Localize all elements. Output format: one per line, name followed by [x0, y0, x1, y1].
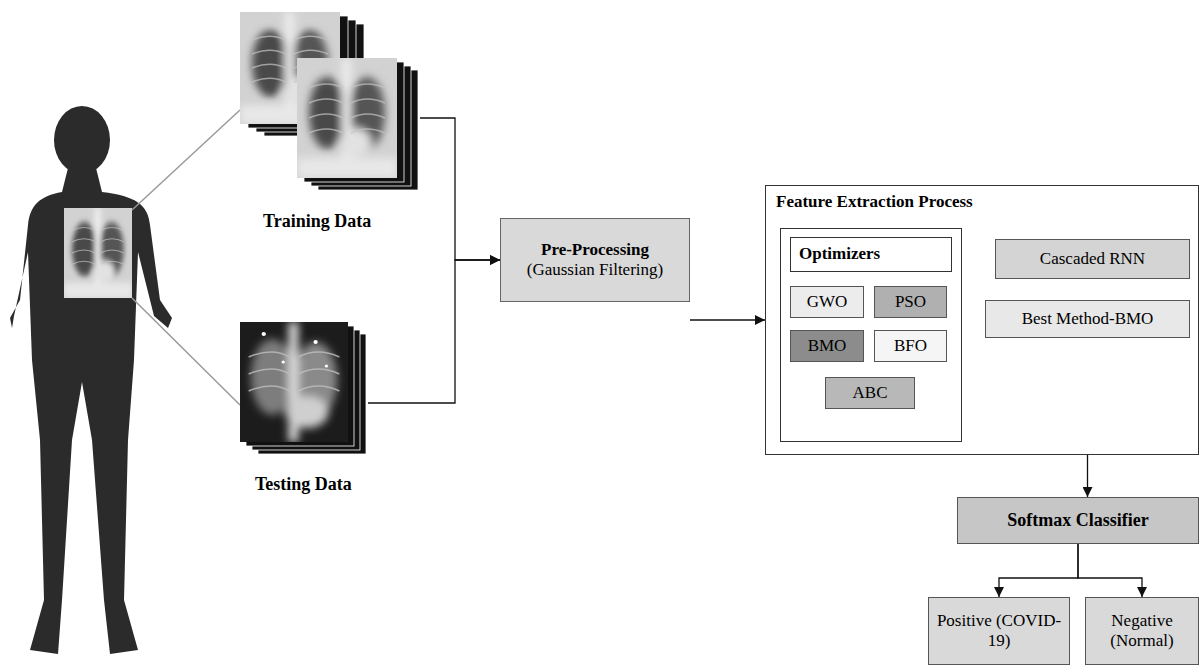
connector — [690, 319, 765, 320]
leader-line — [132, 110, 240, 405]
process-box: Pre-Processing(Gaussian Filtering) — [500, 218, 690, 302]
body — [10, 168, 172, 654]
xray-stack — [297, 58, 418, 190]
node-text: Positive (COVID-19) — [935, 611, 1063, 652]
optimizer-box: PSO — [874, 286, 947, 318]
optimizer-box: BMO — [790, 330, 864, 362]
node-text: Testing Data — [255, 474, 368, 496]
optimizer-box: GWO — [790, 286, 864, 318]
node-text: BFO — [894, 336, 927, 356]
node-text: GWO — [807, 292, 848, 312]
leader-line — [132, 298, 240, 405]
optimizer-box: ABC — [825, 377, 915, 409]
image-stack-caption: Testing Data — [238, 318, 368, 500]
node-text: ABC — [853, 383, 888, 403]
connector — [1078, 544, 1142, 597]
process-box: Cascaded RNN — [995, 239, 1190, 279]
node-text: BMO — [808, 336, 847, 356]
node-text: Best Method-BMO — [1022, 309, 1154, 329]
connector — [368, 260, 500, 403]
node-text: Softmax Classifier — [1007, 510, 1148, 532]
connector — [999, 544, 1078, 597]
group-box: Feature Extraction ProcessOptimizersGWO P… — [765, 185, 1199, 455]
output-box: Negative (Normal) — [1085, 597, 1199, 665]
xray-image — [240, 322, 348, 442]
leader-line — [132, 110, 240, 210]
image-stack-caption: Training Data — [238, 5, 420, 237]
process-box: Best Method-BMO — [985, 300, 1190, 338]
node-text: Cascaded RNN — [1040, 249, 1145, 269]
heading-text: Feature Extraction Process — [766, 186, 1198, 212]
chest-xray — [64, 208, 132, 298]
optimizer-box: BFO — [874, 330, 947, 362]
human-silhouette — [10, 106, 172, 654]
connector — [420, 118, 500, 260]
node-text: (Gaussian Filtering) — [527, 260, 663, 280]
classifier-box: Softmax Classifier — [957, 497, 1199, 544]
node-text: PSO — [895, 292, 926, 312]
xray-image — [297, 58, 397, 178]
output-box: Positive (COVID-19) — [928, 597, 1070, 665]
heading-text: Optimizers — [790, 237, 952, 272]
node-text: Negative (Normal) — [1092, 611, 1192, 652]
head — [54, 106, 110, 174]
optimizer-panel: OptimizersGWO PSO BMO BFO ABC — [780, 228, 962, 442]
node-text: Pre-Processing — [541, 240, 649, 260]
node-text: Training Data — [263, 211, 420, 233]
xray-stack — [240, 322, 366, 454]
